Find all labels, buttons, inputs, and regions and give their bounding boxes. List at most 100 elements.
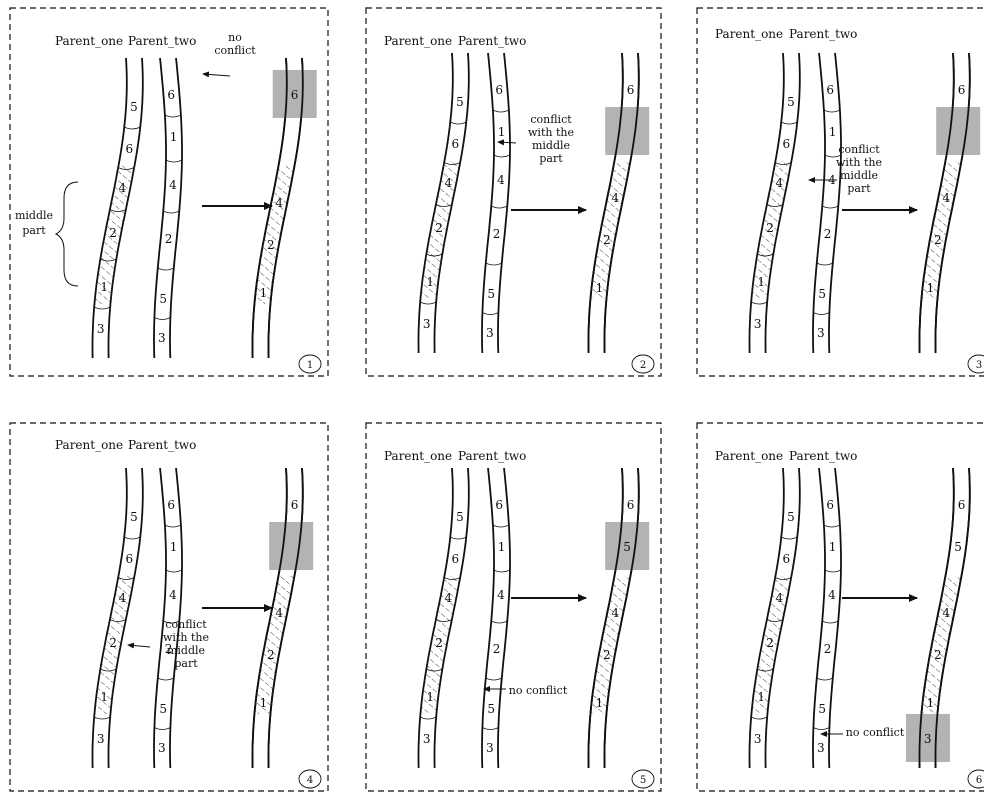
parent-two-gene: 5 <box>487 287 495 301</box>
parent-one-gene: 5 <box>130 100 138 114</box>
panel-6: Parent_oneParent_two564213614253654213no… <box>697 423 984 791</box>
parent-two-gene-divider <box>154 728 170 730</box>
child-gene: 4 <box>275 606 283 620</box>
annotation-arrow <box>498 142 516 143</box>
panel-number: 6 <box>976 775 982 786</box>
annotation-text: part <box>174 657 198 670</box>
child-gene: 4 <box>611 191 619 205</box>
child-gene: 1 <box>596 696 604 710</box>
parent-two-chromosome-right-edge <box>498 53 510 353</box>
parent-two-label: Parent_two <box>789 27 857 41</box>
parent-one-gene: 2 <box>109 636 117 650</box>
parent-one-gene: 6 <box>126 142 134 156</box>
parent-one-gene-divider <box>781 122 797 124</box>
parent-one-gene: 4 <box>445 176 453 190</box>
parent-two-gene: 1 <box>498 125 506 139</box>
parent-two-chromosome-left-edge <box>813 53 825 353</box>
parent-one-gene: 2 <box>766 221 774 235</box>
child-gene: 6 <box>291 88 299 102</box>
child-gene: 4 <box>275 196 283 210</box>
parent-two-gene-divider <box>486 678 502 680</box>
panel-3: Parent_oneParent_two5642136142536421conf… <box>697 8 984 376</box>
parent-one-gene: 6 <box>452 137 460 151</box>
parent-two-gene: 5 <box>159 292 167 306</box>
parent-two-gene-divider <box>491 621 507 623</box>
parent-one-label: Parent_one <box>55 438 123 452</box>
highlight-box <box>936 107 980 155</box>
parent-one-gene-divider <box>420 717 436 719</box>
parent-two-gene: 4 <box>497 588 505 602</box>
parent-one-gene: 4 <box>776 591 784 605</box>
child-gene: 4 <box>942 606 950 620</box>
highlight-box <box>269 522 313 570</box>
panel-number: 3 <box>976 360 982 371</box>
parent-two-gene-divider <box>163 211 179 213</box>
parent-one-gene: 3 <box>423 732 431 746</box>
parent-two-gene-divider <box>165 115 181 117</box>
highlight-box <box>605 107 649 155</box>
annotation-text: no conflict <box>509 684 568 697</box>
parent-two-gene: 5 <box>818 287 826 301</box>
parent-one-gene: 1 <box>757 690 765 704</box>
parent-two-gene: 6 <box>495 498 503 512</box>
parent-two-gene: 4 <box>169 588 177 602</box>
parent-two-gene: 2 <box>824 642 832 656</box>
parent-one-gene: 3 <box>97 322 105 336</box>
parent-one-gene: 4 <box>119 591 127 605</box>
parent-two-gene: 6 <box>167 88 175 102</box>
parent-two-gene: 1 <box>829 540 837 554</box>
annotation-text: conflict <box>214 44 256 57</box>
parent-two-gene-divider <box>817 263 833 265</box>
parent-one-gene: 6 <box>783 552 791 566</box>
parent-one-gene: 3 <box>754 317 762 331</box>
parent-two-chromosome-left-edge <box>154 468 166 768</box>
panel-number: 1 <box>307 360 313 371</box>
parent-two-gene-divider <box>158 678 174 680</box>
annotation-text: conflict <box>838 143 880 156</box>
parent-two-gene-divider <box>817 678 833 680</box>
parent-one-gene: 1 <box>426 275 434 289</box>
annotation-text: with the <box>528 126 574 139</box>
panel-number: 5 <box>640 775 646 786</box>
parent-two-gene-divider <box>482 728 498 730</box>
parent-one-gene: 3 <box>754 732 762 746</box>
parent-one-gene: 4 <box>776 176 784 190</box>
panel-number: 4 <box>307 775 313 786</box>
parent-two-label: Parent_two <box>458 34 526 48</box>
parent-two-gene-divider <box>493 525 509 527</box>
parent-two-gene: 4 <box>497 173 505 187</box>
parent-two-gene: 6 <box>826 83 834 97</box>
annotation-arrow <box>203 74 230 76</box>
parent-one-gene: 3 <box>97 732 105 746</box>
parent-two-gene: 4 <box>169 178 177 192</box>
parent-two-label: Parent_two <box>128 34 196 48</box>
parent-two-gene: 1 <box>829 125 837 139</box>
annotation-text: middle <box>167 644 205 657</box>
parent-two-gene-divider <box>494 155 510 157</box>
annotation-text: middle <box>532 139 570 152</box>
annotation-text: with the <box>163 631 209 644</box>
parent-one-gene: 1 <box>426 690 434 704</box>
middle-part-brace <box>56 182 78 286</box>
child-gene: 6 <box>958 83 966 97</box>
parent-two-gene: 3 <box>817 326 825 340</box>
parent-one-gene: 6 <box>452 552 460 566</box>
child-gene: 6 <box>958 498 966 512</box>
child-gene: 4 <box>942 191 950 205</box>
parent-two-chromosome-left-edge <box>482 53 494 353</box>
parent-two-gene-divider <box>822 621 838 623</box>
parent-one-gene: 5 <box>456 510 464 524</box>
child-gene: 4 <box>611 606 619 620</box>
middle-part-label: part <box>22 224 46 237</box>
child-gene: 2 <box>934 648 942 662</box>
middle-part-label: middle <box>15 209 53 222</box>
parent-two-gene: 2 <box>493 642 501 656</box>
parent-two-gene: 1 <box>170 130 178 144</box>
annotation-text: with the <box>836 156 882 169</box>
parent-two-gene: 4 <box>828 588 836 602</box>
parent-two-label: Parent_two <box>789 449 857 463</box>
parent-two-gene: 5 <box>487 702 495 716</box>
parent-one-gene: 2 <box>109 226 117 240</box>
